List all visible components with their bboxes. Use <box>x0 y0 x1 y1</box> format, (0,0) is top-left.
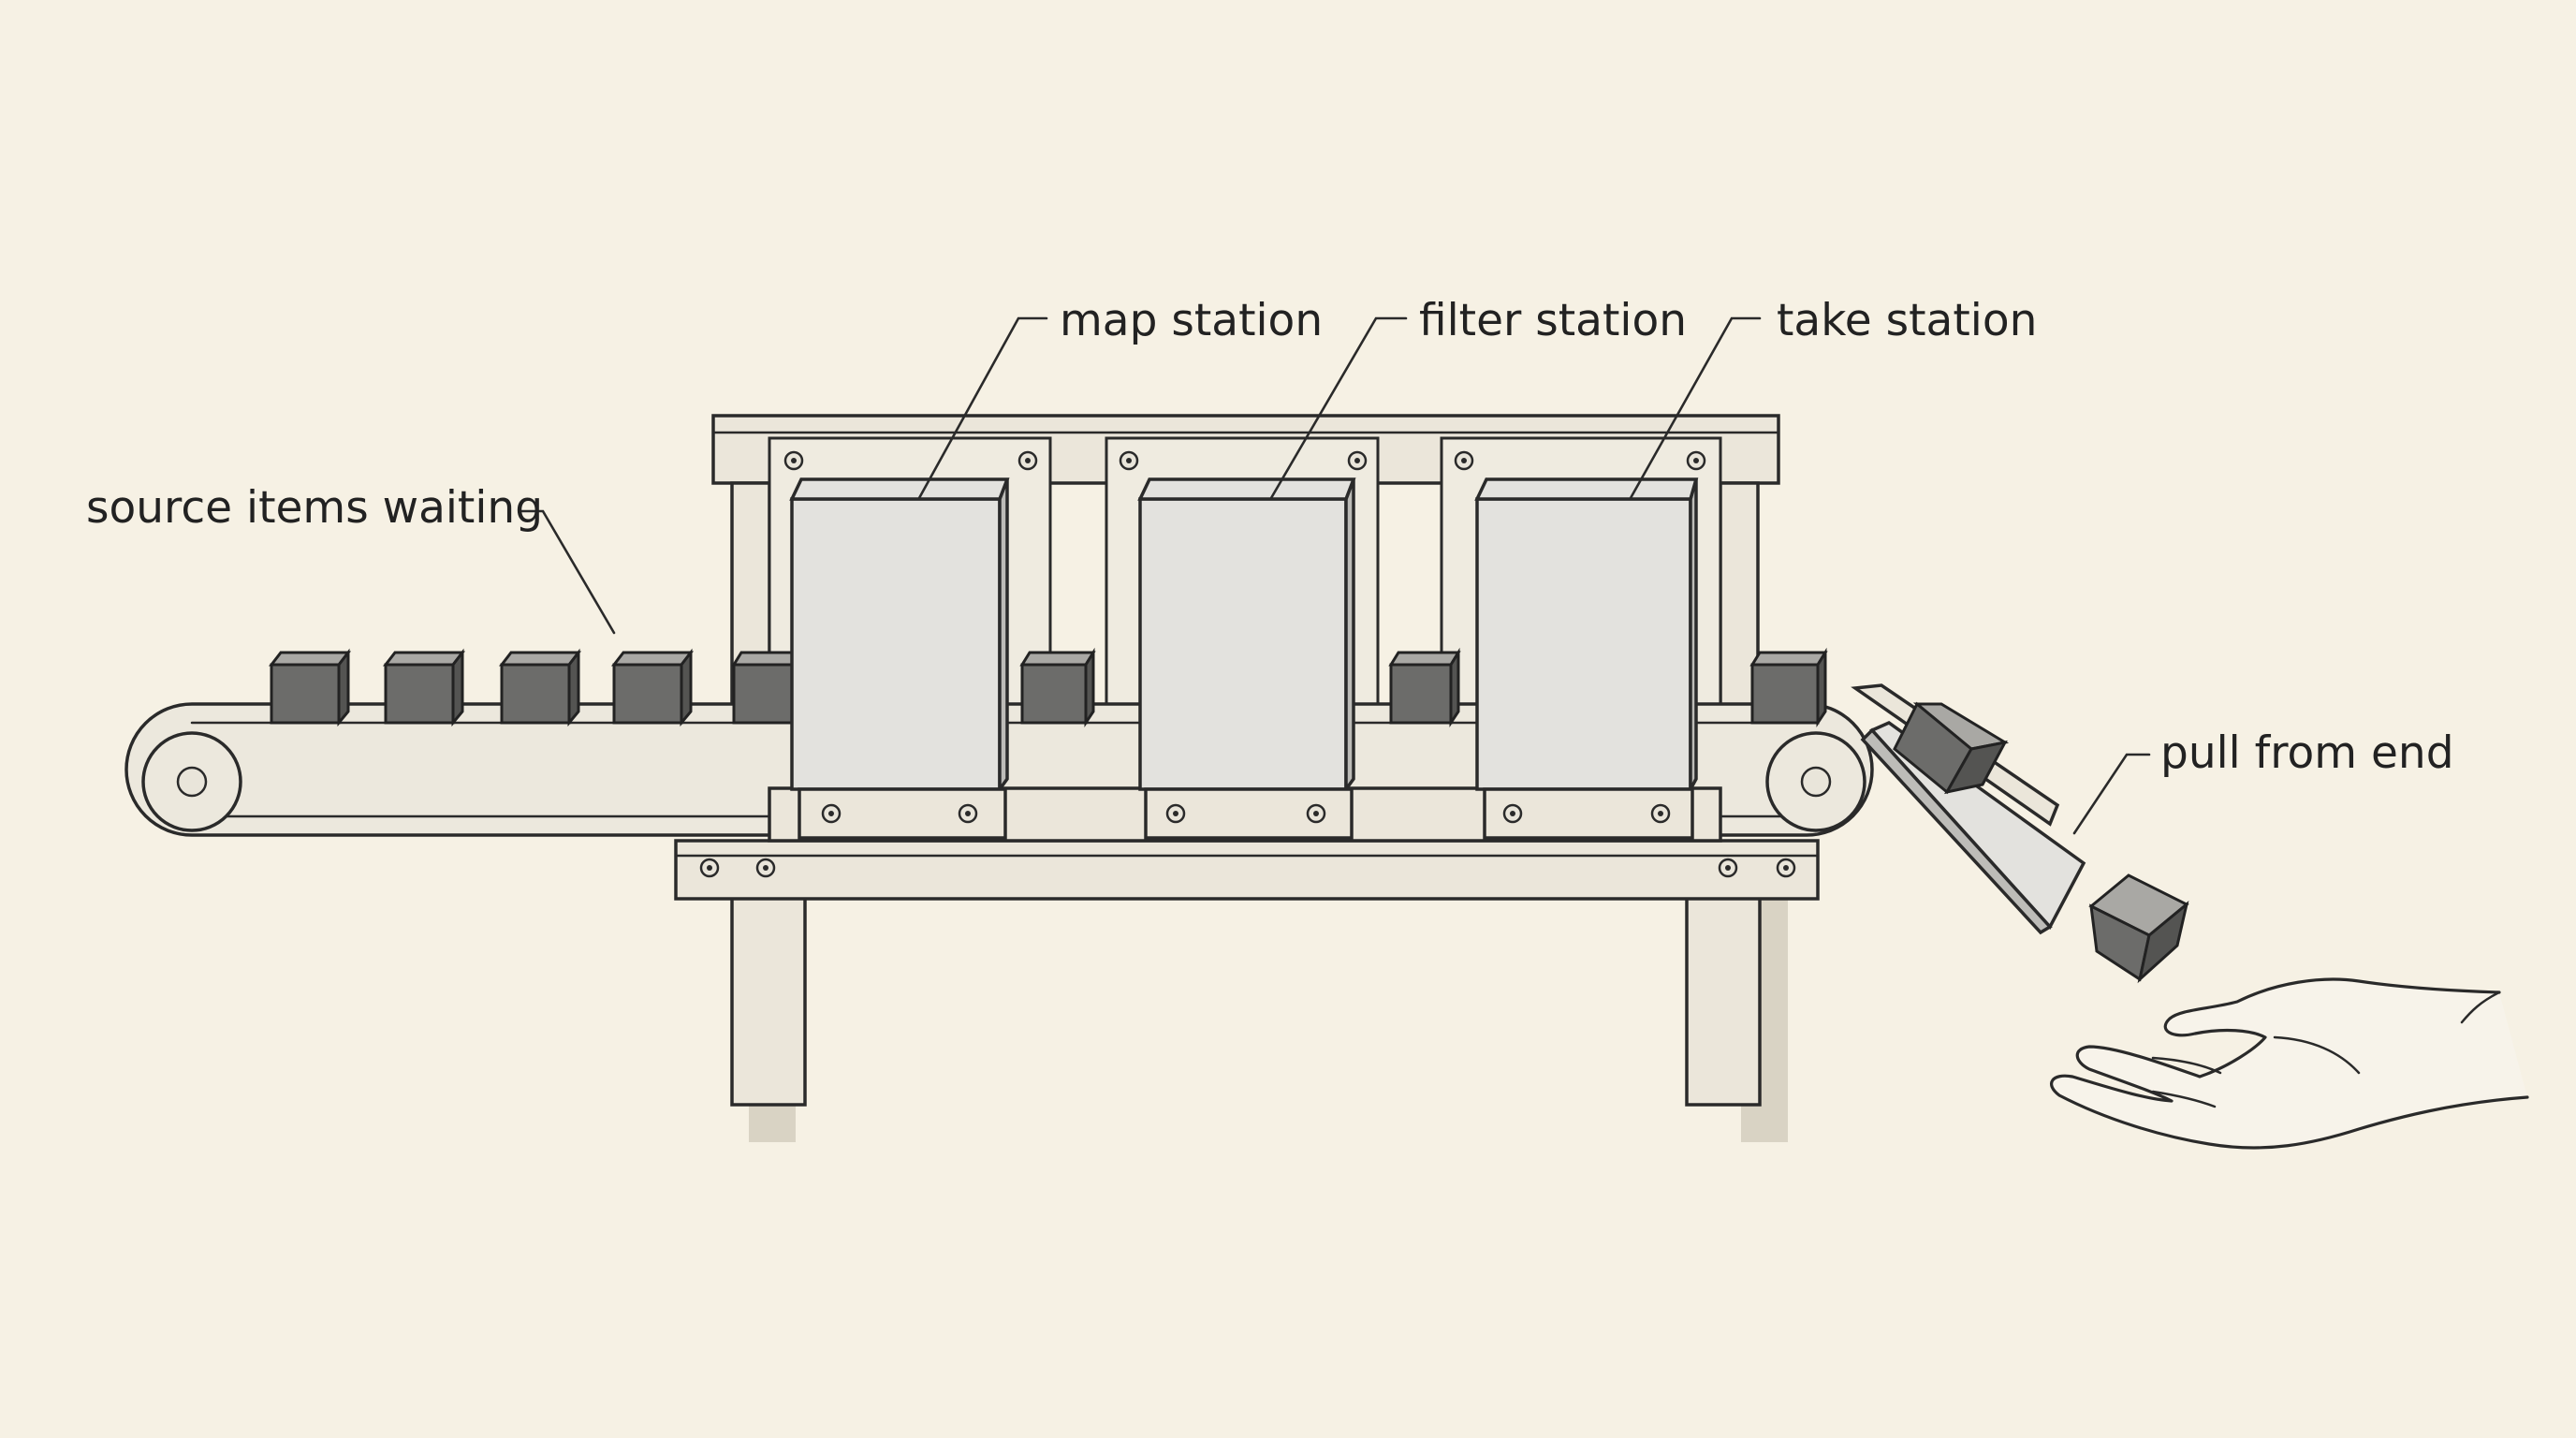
filter-station <box>1140 479 1354 838</box>
pull-from-end-label: pull from end <box>2160 727 2454 779</box>
receiving-hand <box>2052 979 2527 1148</box>
support-stand <box>676 841 1818 1142</box>
source-items-label: source items waiting <box>86 482 543 534</box>
processed-item <box>1022 653 1093 723</box>
source-item <box>502 653 578 723</box>
take-station <box>1477 479 1696 838</box>
map-station <box>792 479 1007 838</box>
pull-leader <box>2074 755 2149 833</box>
falling-item <box>2091 875 2187 979</box>
source-item <box>614 653 691 723</box>
filter-station-label: filter station <box>1419 295 1687 346</box>
take-station-label: take station <box>1777 295 2037 346</box>
source-item <box>386 653 462 723</box>
map-station-label: map station <box>1060 295 1323 346</box>
source-item <box>271 653 348 723</box>
processed-item <box>1391 653 1458 723</box>
processed-item <box>1752 653 1825 723</box>
